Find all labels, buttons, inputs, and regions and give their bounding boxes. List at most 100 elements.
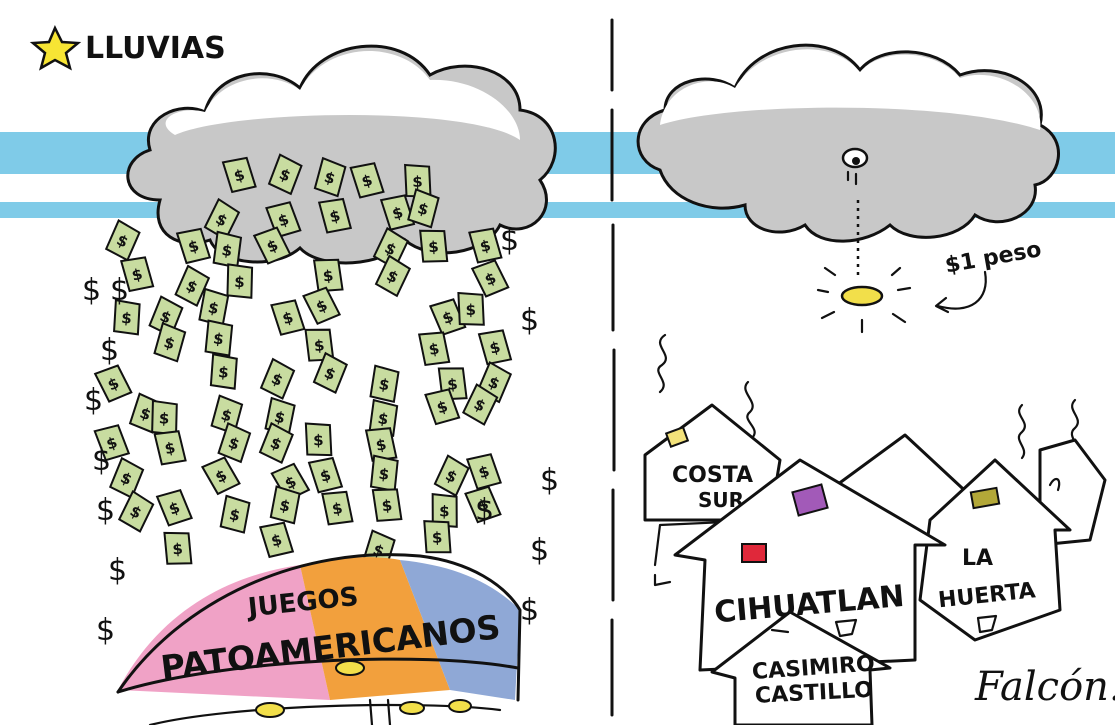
dollar-bill: $	[419, 229, 449, 263]
roof-patch	[741, 543, 767, 563]
dollar-bill: $	[204, 319, 234, 357]
title-group: LLUVIAS	[29, 25, 226, 71]
arrow-icon	[934, 270, 987, 314]
dollar-sign: $	[108, 553, 127, 588]
dollar-bill: $	[219, 494, 251, 534]
dollar-bill: $	[477, 329, 513, 366]
dollar-bill: $	[374, 254, 412, 298]
svg-text:$: $	[234, 273, 245, 292]
svg-text:$: $	[278, 496, 292, 516]
svg-text:$: $	[427, 339, 440, 359]
coin-label: $1 peso	[943, 237, 1043, 278]
dollar-bill: $	[304, 422, 333, 457]
dollar-bill: $	[258, 421, 294, 465]
svg-text:$: $	[219, 405, 234, 425]
svg-text:$: $	[328, 206, 342, 226]
svg-text:$: $	[206, 298, 220, 318]
dollar-bill: $	[312, 351, 349, 394]
dollar-bill: $	[108, 456, 145, 499]
dollar-bill: $	[93, 364, 133, 403]
star-icon	[29, 25, 82, 71]
house-cihuatlan	[673, 458, 947, 672]
window-flag	[834, 618, 858, 638]
svg-text:$: $	[172, 540, 184, 559]
dollar-bill: $	[364, 427, 398, 462]
dollar-bill: $	[369, 454, 399, 492]
dollar-bill: $	[153, 321, 187, 363]
dollar-bill: $	[155, 488, 193, 527]
svg-text:$: $	[476, 462, 491, 482]
dollar-bill: $	[379, 194, 416, 231]
signature: Falcón.	[974, 664, 1115, 710]
dollar-bill: $	[217, 422, 252, 464]
dollar-bill: $	[407, 188, 440, 229]
roof-patch	[969, 486, 1001, 510]
svg-text:$: $	[381, 496, 393, 515]
town-casimiro-2: CASTILLO	[754, 678, 873, 709]
coin-icon	[840, 285, 884, 307]
svg-text:$: $	[428, 238, 440, 257]
svg-text:$: $	[378, 465, 391, 484]
house-mountain	[829, 433, 977, 502]
dollar-bill: $	[424, 388, 461, 426]
dollar-bill: $	[209, 353, 238, 390]
svg-text:$: $	[273, 407, 287, 427]
dollar-bill: $	[371, 488, 403, 522]
svg-text:$: $	[232, 165, 247, 185]
svg-text:$: $	[432, 528, 443, 546]
svg-text:$: $	[322, 168, 337, 188]
dollar-bill: $	[175, 227, 212, 265]
coin-icon	[448, 699, 472, 713]
dollar-bill: $	[321, 490, 354, 526]
arena-roof-pink	[118, 565, 330, 700]
window-flag	[976, 614, 998, 634]
houses: COSTA SUR LA HUERTA CIHUATLAN CASIMIRO C…	[643, 403, 1107, 725]
dollar-bill: $	[464, 485, 502, 524]
coin-icon	[399, 701, 425, 715]
dollar-bill: $	[349, 162, 385, 199]
dollar-bill: $	[221, 156, 257, 194]
house-la-huerta	[918, 458, 1072, 642]
svg-text:$: $	[488, 338, 502, 358]
dollar-bill: $	[433, 454, 470, 497]
dollar-sign: $	[475, 493, 494, 528]
dollar-sign: $	[110, 273, 129, 308]
dollar-bill: $	[423, 520, 452, 554]
svg-text:$: $	[217, 363, 229, 382]
roof-patch	[664, 426, 690, 448]
dollar-bill: $	[93, 424, 131, 462]
svg-text:$: $	[390, 203, 405, 223]
dollar-sign: $	[520, 303, 539, 338]
dollar-bill: $	[119, 256, 155, 293]
svg-text:$: $	[331, 499, 344, 519]
svg-text:$: $	[269, 530, 284, 550]
dollar-sign: $	[92, 443, 111, 478]
falling-coin	[816, 266, 912, 334]
svg-text:$: $	[412, 173, 423, 191]
dollar-bill: $	[153, 430, 187, 466]
coin-icon	[335, 660, 365, 676]
dollar-bill: $	[200, 456, 241, 496]
dollar-bill: $	[258, 521, 295, 559]
dollar-bill: $	[457, 291, 485, 326]
dollar-sign: $	[82, 273, 101, 308]
dollar-bill: $	[302, 286, 342, 326]
svg-text:$: $	[121, 309, 133, 328]
svg-text:$: $	[377, 375, 391, 395]
svg-text:$: $	[212, 329, 225, 348]
svg-text:$: $	[313, 431, 324, 449]
svg-text:$: $	[447, 375, 459, 394]
dollar-bill: $	[252, 226, 292, 265]
svg-text:$: $	[415, 199, 430, 219]
town-la-huerta-1: LA	[962, 546, 993, 571]
dollar-sign: $	[530, 533, 549, 568]
eye-icon	[841, 147, 869, 186]
dollar-bill: $	[226, 263, 254, 299]
dollar-bill: $	[470, 259, 510, 298]
svg-text:$: $	[439, 502, 450, 520]
svg-text:$: $	[130, 265, 144, 285]
dollar-bill: $	[307, 456, 344, 494]
dollar-bill: $	[468, 227, 503, 264]
dollar-bill: $	[113, 298, 141, 336]
svg-text:$: $	[163, 438, 177, 458]
